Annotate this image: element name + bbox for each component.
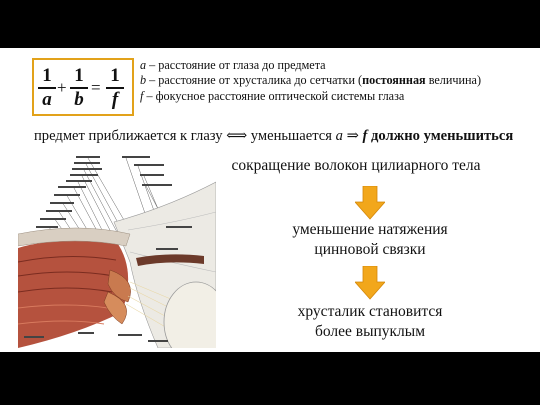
lens-formula: 1 a + 1 b = 1 f (32, 58, 134, 116)
step-zonule-line2: цинновой связки (314, 241, 426, 258)
step-lens-line1: хрусталик становится (297, 303, 443, 320)
denominator: b (74, 89, 84, 110)
plus-sign: + (57, 78, 67, 97)
step-zonule-tension: уменьшение натяжения цинновой связки (240, 220, 500, 260)
equals-sign: = (91, 78, 101, 97)
variable-definitions: a – расстояние от глаза до предмета b – … (140, 58, 481, 104)
down-arrow-icon (355, 186, 385, 220)
numerator: 1 (42, 65, 52, 86)
numerator: 1 (110, 65, 120, 86)
definition-b: b – расстояние от хрусталика до сетчатки… (140, 73, 482, 88)
definition-f: f – фокусное расстояние оптической систе… (140, 88, 405, 103)
step-ciliary-contraction: сокращение волокон цилиарного тела (231, 157, 481, 174)
step-zonule-line1: уменьшение натяжения (292, 221, 448, 238)
denominator: f (111, 89, 119, 110)
eye-anatomy-illustration (18, 156, 216, 348)
numerator: 1 (74, 65, 84, 86)
denominator: a (42, 89, 52, 110)
definition-a: a – расстояние от глаза до предмета (140, 58, 326, 72)
step-lens-convex: хрусталик становится более выпуклым (240, 302, 500, 342)
down-arrow-icon (355, 266, 385, 300)
step-lens-line2: более выпуклым (314, 323, 426, 340)
slide: 1 a + 1 b = 1 f a – расстояние от глаза … (0, 48, 540, 352)
main-statement: предмет приближается к глазу ⟺ уменьшает… (34, 128, 514, 144)
